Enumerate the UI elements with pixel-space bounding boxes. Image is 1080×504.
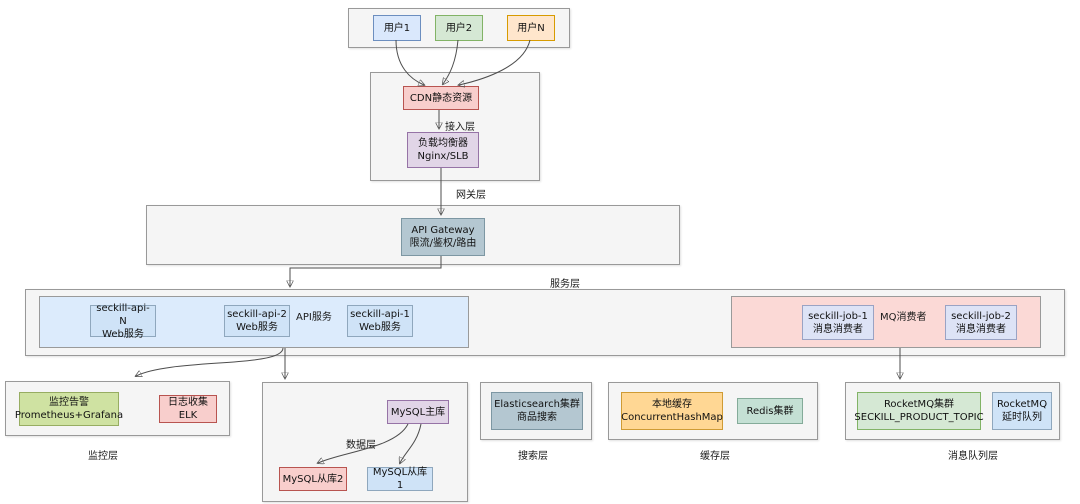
node-api-gateway-line1: API Gateway: [411, 225, 475, 236]
node-mysql-slave-1-label: MySQL从库1: [372, 467, 428, 491]
node-seckill-api-n-line1: seckill-api-N: [96, 302, 150, 327]
node-mysql-master: MySQL主库: [387, 400, 449, 424]
node-mysql-slave-1: MySQL从库1: [367, 467, 433, 491]
node-local-cache: 本地缓存 ConcurrentHashMap: [621, 392, 723, 430]
node-cdn-label: CDN静态资源: [409, 92, 473, 104]
users-group: 用户1 用户2 用户N: [348, 8, 570, 48]
node-seckill-job-1: seckill-job-1 消息消费者: [802, 305, 874, 340]
service-layer-label: 服务层: [550, 279, 580, 290]
node-rocketmq-delay-queue-line2: 延时队列: [1002, 412, 1042, 423]
node-elasticsearch: Elasticsearch集群 商品搜索: [491, 392, 583, 430]
node-user-1-label: 用户1: [383, 22, 411, 34]
node-log-elk: 日志收集 ELK: [159, 395, 217, 423]
gateway-layer-label: 网关层: [456, 190, 486, 201]
service-layer-group: seckill-api-N Web服务 seckill-api-2 Web服务 …: [25, 289, 1065, 356]
node-seckill-api-2-line2: Web服务: [236, 322, 278, 333]
api-service-subgroup: seckill-api-N Web服务 seckill-api-2 Web服务 …: [39, 296, 469, 348]
node-seckill-job-2-line1: seckill-job-2: [951, 310, 1011, 322]
node-seckill-api-2-line1: seckill-api-2: [227, 309, 287, 320]
node-rocketmq-cluster-line1: RocketMQ集群: [883, 399, 955, 410]
node-user-n: 用户N: [507, 15, 555, 41]
node-load-balancer: 负载均衡器 Nginx/SLB: [407, 132, 479, 168]
access-layer-label: 接入层: [445, 122, 475, 133]
node-rocketmq-cluster: RocketMQ集群 SECKILL_PRODUCT_TOPIC: [854, 392, 984, 430]
access-layer-group: CDN静态资源 接入层 负载均衡器 Nginx/SLB: [370, 72, 540, 181]
node-user-n-label: 用户N: [517, 22, 545, 34]
mq-layer-group: RocketMQ集群 SECKILL_PRODUCT_TOPIC RocketM…: [845, 382, 1060, 440]
node-seckill-api-2: seckill-api-2 Web服务: [224, 305, 290, 337]
node-monitoring-alert: 监控告警 Prometheus+Grafana: [15, 392, 123, 426]
node-mysql-master-label: MySQL主库: [390, 406, 446, 418]
node-user-2: 用户2: [435, 15, 483, 41]
node-redis-cluster-label: Redis集群: [746, 405, 794, 417]
cache-layer-label: 缓存层: [700, 451, 730, 462]
node-cdn: CDN静态资源: [403, 86, 479, 110]
gateway-layer-group: API Gateway 限流/鉴权/路由: [146, 205, 680, 265]
node-api-gateway-line2: 限流/鉴权/路由: [409, 238, 477, 249]
node-seckill-api-n: seckill-api-N Web服务: [90, 302, 156, 340]
mq-group-label: MQ消费者: [880, 312, 927, 323]
node-seckill-api-1-line1: seckill-api-1: [350, 309, 410, 320]
node-mysql-slave-2: MySQL从库2: [279, 467, 347, 491]
node-seckill-api-1-line2: Web服务: [359, 322, 401, 333]
node-seckill-job-1-line2: 消息消费者: [813, 323, 863, 335]
node-rocketmq-delay-queue-line1: RocketMQ: [996, 399, 1048, 410]
node-log-elk-line2: ELK: [178, 410, 198, 421]
node-seckill-api-n-line2: Web服务: [102, 328, 144, 340]
node-seckill-job-2: seckill-job-2 消息消费者: [945, 305, 1017, 340]
node-local-cache-line1: 本地缓存: [652, 399, 692, 410]
monitoring-layer-group: 监控告警 Prometheus+Grafana 日志收集 ELK: [5, 381, 230, 436]
node-user-1: 用户1: [373, 15, 421, 41]
node-seckill-job-1-line1: seckill-job-1: [808, 310, 868, 322]
monitoring-layer-label: 监控层: [88, 451, 118, 462]
mq-consumer-subgroup: seckill-job-1 消息消费者 MQ消费者 seckill-job-2 …: [731, 296, 1041, 348]
node-log-elk-line1: 日志收集: [168, 397, 208, 408]
node-user-2-label: 用户2: [445, 22, 473, 34]
node-api-gateway: API Gateway 限流/鉴权/路由: [401, 218, 485, 256]
data-layer-group: MySQL主库 数据层 MySQL从库2 MySQL从库1: [262, 382, 468, 502]
node-seckill-api-1: seckill-api-1 Web服务: [347, 305, 413, 337]
search-layer-label: 搜索层: [518, 451, 548, 462]
node-local-cache-line2: ConcurrentHashMap: [621, 412, 723, 423]
cache-layer-group: 本地缓存 ConcurrentHashMap Redis集群: [608, 382, 818, 440]
data-layer-label: 数据层: [346, 440, 376, 451]
node-monitoring-alert-line2: Prometheus+Grafana: [14, 410, 124, 421]
search-layer-group: Elasticsearch集群 商品搜索: [480, 382, 592, 440]
node-elasticsearch-line1: Elasticsearch集群: [494, 399, 580, 410]
node-mysql-slave-2-label: MySQL从库2: [282, 473, 344, 485]
mq-layer-label: 消息队列层: [948, 451, 998, 462]
node-monitoring-alert-line1: 监控告警: [49, 397, 89, 408]
node-load-balancer-line2: Nginx/SLB: [417, 151, 469, 162]
node-redis-cluster: Redis集群: [737, 398, 803, 424]
node-elasticsearch-line2: 商品搜索: [517, 412, 557, 423]
node-load-balancer-line1: 负载均衡器: [418, 138, 468, 149]
api-group-label: API服务: [296, 312, 332, 323]
node-rocketmq-delay-queue: RocketMQ 延时队列: [992, 392, 1052, 430]
node-rocketmq-cluster-line2: SECKILL_PRODUCT_TOPIC: [854, 412, 984, 423]
node-seckill-job-2-line2: 消息消费者: [956, 323, 1006, 335]
